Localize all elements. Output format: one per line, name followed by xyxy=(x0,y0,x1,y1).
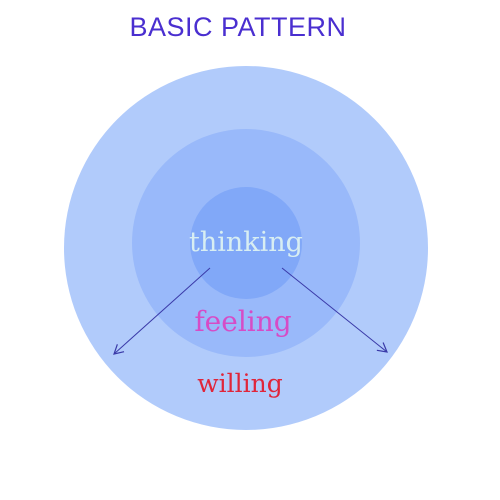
label-willing: willing xyxy=(197,369,283,398)
inner-ring-thinking xyxy=(190,187,302,299)
label-thinking: thinking xyxy=(189,227,303,258)
diagram-title: BASIC PATTERN xyxy=(129,12,347,42)
arrow-left xyxy=(113,267,211,355)
arrow-right xyxy=(281,267,388,353)
label-feeling: feeling xyxy=(194,305,291,338)
